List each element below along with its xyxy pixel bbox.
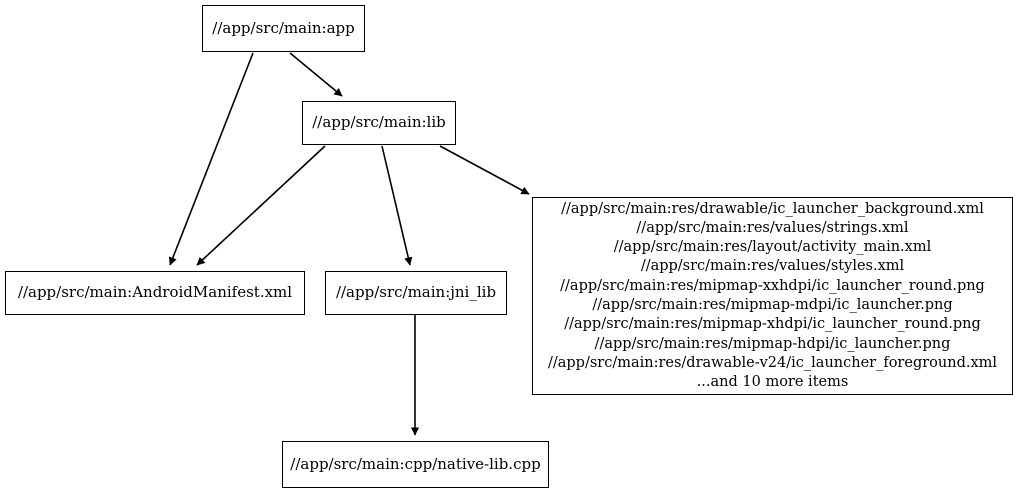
graph-node-resources[interactable]: //app/src/main:res/drawable/ic_launcher_…	[532, 197, 1013, 395]
graph-node-resources-label: //app/src/main:res/drawable/ic_launcher_…	[547, 200, 998, 391]
graph-node-android-manifest[interactable]: //app/src/main:AndroidManifest.xml	[5, 271, 305, 315]
graph-node-native-lib-cpp-label: //app/src/main:cpp/native-lib.cpp	[290, 454, 541, 473]
graph-node-android-manifest-label: //app/src/main:AndroidManifest.xml	[17, 283, 293, 302]
edge-lib-to-jni-lib	[381, 145, 413, 266]
edge-app-to-lib	[289, 52, 343, 97]
graph-node-app-label: //app/src/main:app	[212, 18, 355, 37]
edge-lib-to-manifest	[196, 145, 326, 266]
graph-node-lib-label: //app/src/main:lib	[312, 113, 446, 132]
graph-node-jni-lib-label: //app/src/main:jni_lib	[335, 283, 497, 302]
edge-lib-to-resources	[439, 145, 530, 195]
graph-node-native-lib-cpp[interactable]: //app/src/main:cpp/native-lib.cpp	[282, 441, 549, 488]
graph-node-lib[interactable]: //app/src/main:lib	[302, 101, 456, 145]
graph-node-jni-lib[interactable]: //app/src/main:jni_lib	[325, 271, 507, 315]
graph-node-app[interactable]: //app/src/main:app	[202, 5, 365, 52]
edge-app-to-manifest	[168, 52, 254, 266]
